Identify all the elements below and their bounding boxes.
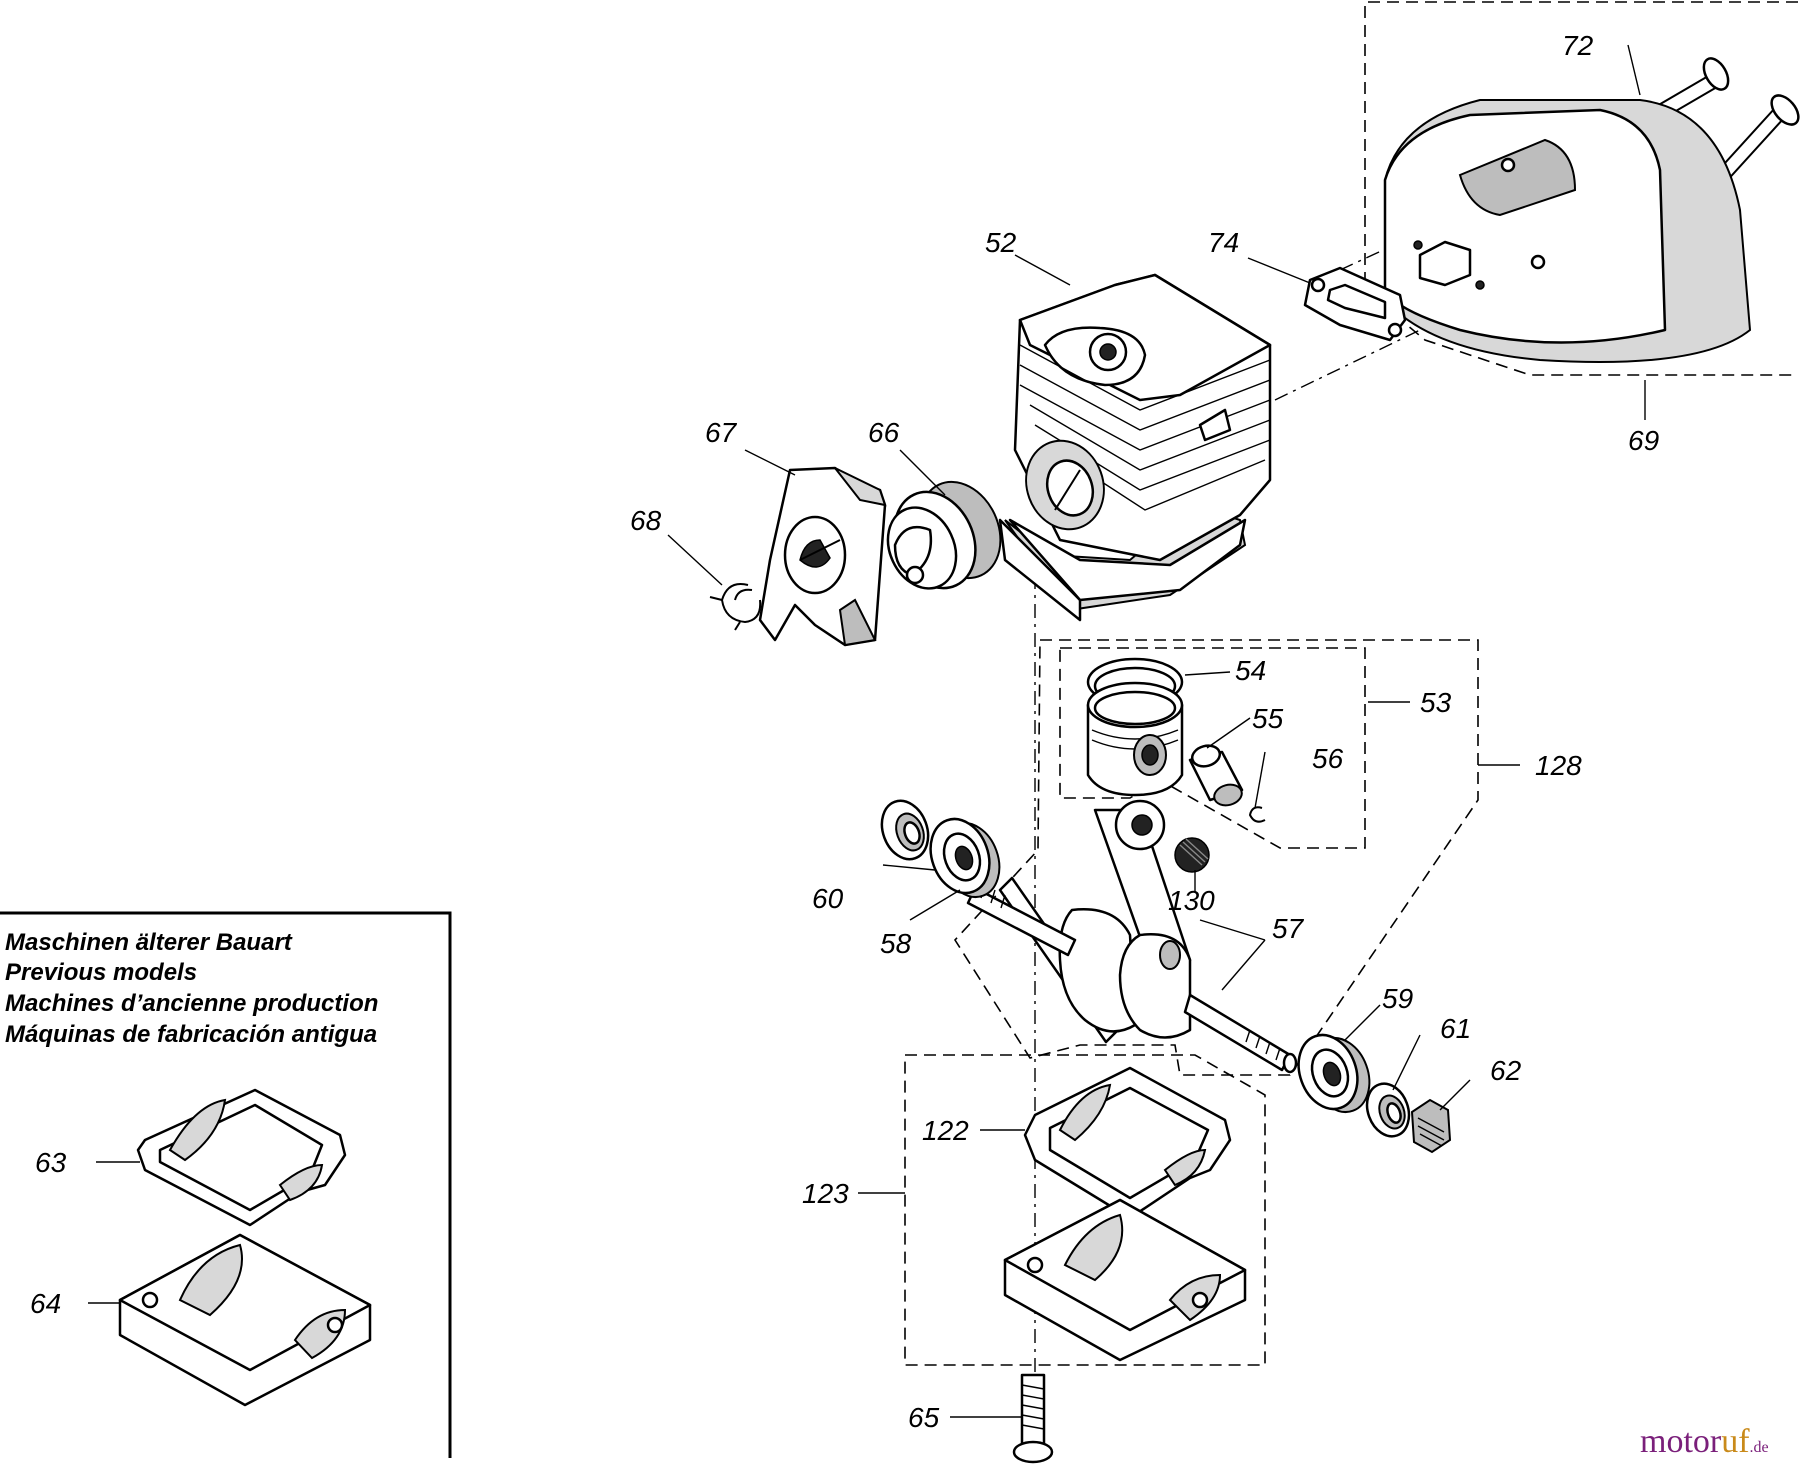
- ball-bearing-58: [929, 817, 1001, 898]
- legend-line-fr: Machines d’ancienne production: [5, 990, 378, 1017]
- needle-bearing-130: [1174, 837, 1210, 873]
- label-66: 66: [868, 417, 900, 448]
- label-122: 122: [922, 1115, 969, 1146]
- circlip-68: [709, 583, 762, 631]
- legend-line-de: Maschinen älterer Bauart: [5, 929, 293, 956]
- gasket-74: [1303, 266, 1407, 342]
- piston: [1086, 681, 1184, 797]
- motoruf-watermark: motoruf.de: [1640, 1423, 1769, 1460]
- label-53: 53: [1420, 687, 1452, 718]
- label-62: 62: [1490, 1055, 1522, 1086]
- crankcase-gasket-122: [1023, 1066, 1232, 1220]
- label-68: 68: [630, 505, 662, 536]
- label-58: 58: [880, 928, 912, 959]
- group-123-crankcase-box: [904, 1054, 1266, 1366]
- label-57: 57: [1272, 913, 1305, 944]
- label-61: 61: [1440, 1013, 1471, 1044]
- label-130: 130: [1168, 885, 1215, 916]
- legend-line-en: Previous models: [5, 959, 197, 986]
- label-63: 63: [35, 1147, 67, 1178]
- label-123: 123: [802, 1178, 849, 1209]
- previous-models-box: [0, 911, 452, 1458]
- oil-seal-61: [1365, 1082, 1411, 1138]
- legend-line-es: Máquinas de fabricación antigua: [5, 1021, 377, 1048]
- nut-62: [1410, 1098, 1452, 1154]
- label-72: 72: [1562, 30, 1594, 61]
- crankcase-new: [1003, 1198, 1247, 1362]
- label-55: 55: [1252, 703, 1284, 734]
- pin-clip-56: [1248, 806, 1266, 823]
- oil-seal-60: [880, 799, 930, 861]
- label-56: 56: [1312, 743, 1344, 774]
- crankshaft-57: [966, 799, 1298, 1074]
- previous-models-legend: Maschinen älterer Bauart Previous models…: [5, 929, 378, 1048]
- leader-lines: [88, 44, 1646, 1418]
- label-65: 65: [908, 1402, 940, 1433]
- label-69: 69: [1628, 425, 1659, 456]
- old-gasket-63: [136, 1088, 347, 1227]
- group-53-piston-box: [1059, 647, 1366, 849]
- screw-65: [1012, 1373, 1054, 1464]
- label-54: 54: [1235, 655, 1266, 686]
- part-labels: 52 53 54 55 56 57 58 59 60 61 62 63 64 6…: [30, 30, 1659, 1433]
- ball-bearing-59: [1297, 1033, 1371, 1113]
- old-crankcase-64: [118, 1233, 372, 1407]
- label-60: 60: [812, 883, 844, 914]
- muffler-axis: [1274, 329, 1421, 401]
- label-59: 59: [1382, 983, 1413, 1014]
- intake-flange-66: [886, 480, 1002, 590]
- watermark-text: motoruf.de: [1640, 1423, 1769, 1460]
- label-52: 52: [985, 227, 1017, 258]
- label-74: 74: [1208, 227, 1239, 258]
- piston-pin-55: [1188, 744, 1244, 807]
- label-67: 67: [705, 417, 738, 448]
- heat-shield-67: [758, 466, 887, 647]
- muffler-69: [1383, 99, 1752, 363]
- cylinder-52: [998, 273, 1272, 622]
- label-128: 128: [1535, 750, 1582, 781]
- label-64: 64: [30, 1288, 61, 1319]
